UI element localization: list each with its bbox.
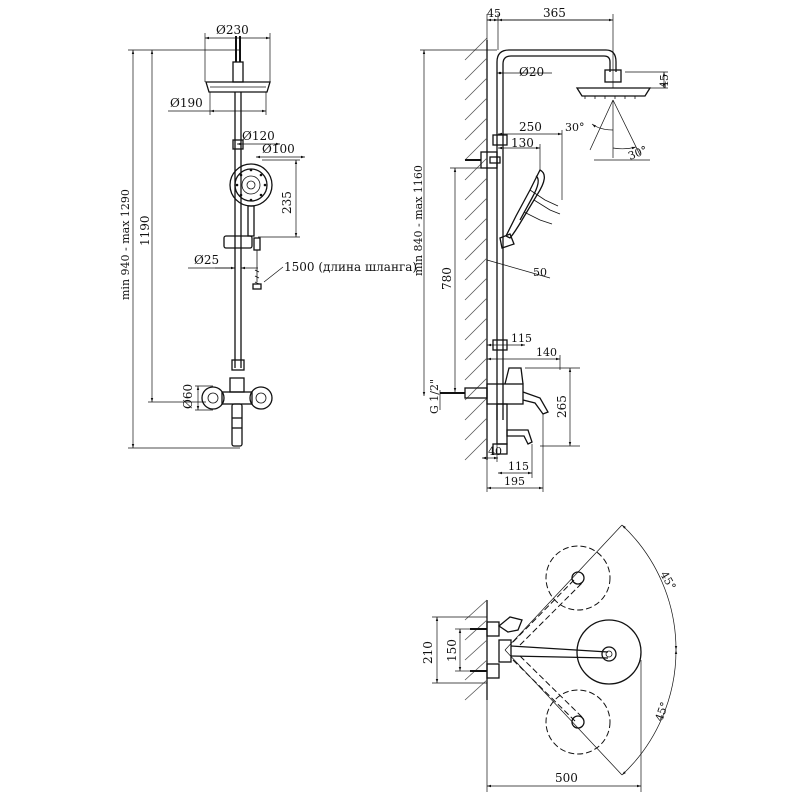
head-thickness-label: 45 bbox=[658, 74, 671, 88]
arm-length-label: 365 bbox=[543, 6, 566, 20]
arm-diameter-label: Ø20 bbox=[519, 65, 544, 79]
mixer-front bbox=[201, 377, 273, 447]
front-view: Ø230 Ø190 bbox=[119, 23, 417, 449]
hand-shower-front bbox=[223, 163, 273, 290]
inner-spacing-label: 150 bbox=[445, 639, 459, 662]
inlets-top bbox=[470, 616, 523, 679]
bar-height-label: 1190 bbox=[138, 215, 152, 246]
shower-head-front bbox=[205, 36, 271, 93]
wall-offset-label: 45 bbox=[487, 7, 501, 20]
angle-2-label: 45° bbox=[653, 700, 672, 723]
holder-reach-label: 250 bbox=[519, 120, 542, 134]
holder-bracket-label: 130 bbox=[511, 136, 534, 150]
lever-reach-label: 500 bbox=[555, 771, 578, 785]
overall-height-label: min 940 - max 1290 bbox=[119, 189, 132, 300]
side-view: 45 365 Ø20 45 30° 30° bbox=[412, 6, 671, 492]
mixer-body-label: 140 bbox=[536, 346, 557, 359]
riser-side bbox=[492, 49, 617, 420]
spout-reach-label: 115 bbox=[508, 460, 529, 473]
total-depth-label: 195 bbox=[504, 475, 525, 488]
mixer-depth-label: 115 bbox=[511, 332, 532, 345]
bar-diameter-label: Ø25 bbox=[194, 253, 219, 267]
inlet-diameter-label: Ø60 bbox=[181, 384, 195, 409]
angle-1-label: 45° bbox=[657, 569, 678, 592]
hand-shower-side bbox=[465, 151, 561, 249]
shower-head-side bbox=[575, 69, 652, 99]
holder-spacing-label: 780 bbox=[440, 267, 454, 290]
hand-diameter-outer-label: Ø120 bbox=[242, 129, 275, 143]
spout-offset-label: 40 bbox=[488, 445, 502, 458]
wall-side bbox=[464, 37, 488, 461]
lever-rotated-positions bbox=[512, 545, 611, 755]
height-range-label: min 840 - max 1160 bbox=[412, 165, 425, 276]
hand-angle-label: 50 bbox=[533, 266, 547, 279]
mixer-side bbox=[440, 367, 549, 455]
hose-length-label: 1500 (длина шланга) bbox=[284, 260, 417, 274]
hand-diameter-inner-label: Ø100 bbox=[262, 142, 295, 156]
thread-label: G 1/2" bbox=[428, 379, 441, 414]
outer-spacing-label: 210 bbox=[421, 641, 435, 664]
tilt-angle-1-label: 30° bbox=[565, 121, 585, 134]
holder-height-label: 235 bbox=[280, 191, 294, 214]
top-view: 210 150 45° 45° bbox=[421, 524, 678, 792]
head-diameter-label: Ø230 bbox=[216, 23, 249, 37]
lever-top bbox=[510, 619, 642, 685]
head-inner-diameter-label: Ø190 bbox=[170, 96, 203, 110]
spout-height-label: 265 bbox=[555, 395, 569, 418]
wall-top bbox=[464, 599, 488, 701]
